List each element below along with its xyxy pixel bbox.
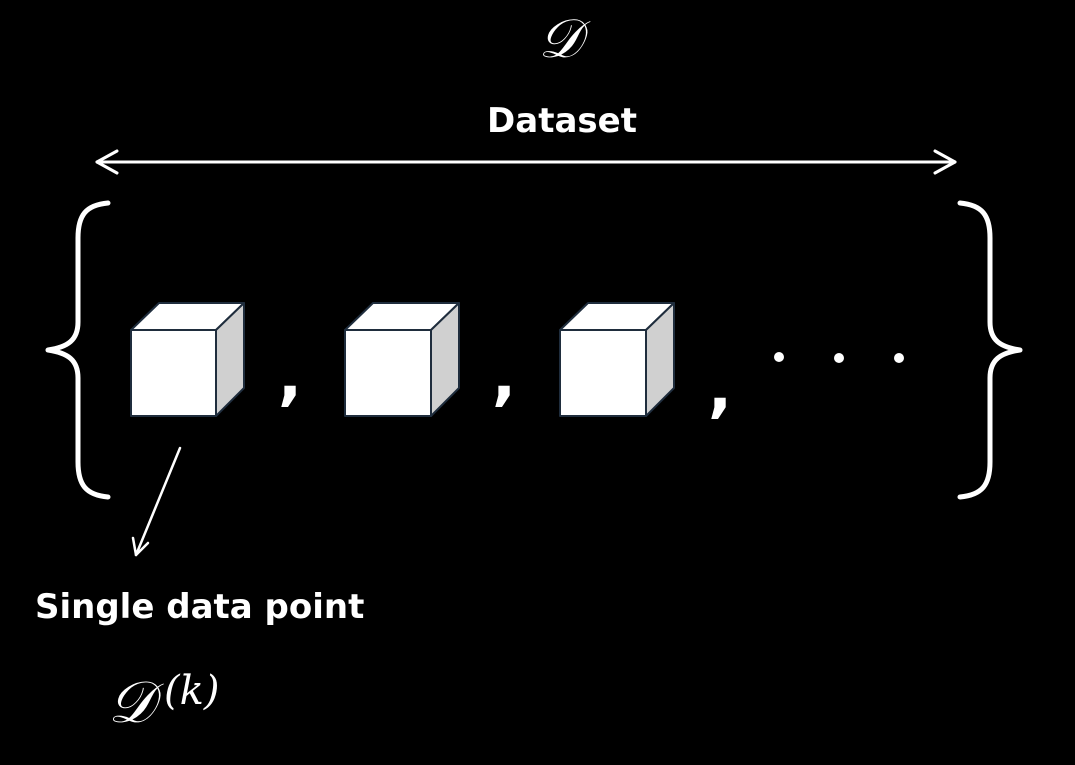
- data-point-cube: [559, 302, 675, 417]
- separator-comma: ,: [708, 352, 732, 426]
- data-point-superscript: (k): [164, 668, 219, 714]
- separator-comma: ,: [492, 340, 516, 414]
- separator-comma: ,: [278, 340, 302, 414]
- data-point-cube: [130, 302, 245, 417]
- ellipsis: [774, 352, 904, 363]
- dataset-span-arrow: [95, 149, 957, 175]
- dataset-symbol: 𝒟: [538, 7, 590, 70]
- right-curly-brace: [957, 200, 1023, 500]
- dataset-label: Dataset: [487, 101, 637, 141]
- left-curly-brace: [45, 200, 111, 500]
- data-point-cube: [344, 302, 460, 417]
- data-point-symbol: 𝒟: [108, 668, 164, 736]
- pointer-arrow: [131, 446, 182, 557]
- single-data-point-label: Single data point: [35, 587, 364, 627]
